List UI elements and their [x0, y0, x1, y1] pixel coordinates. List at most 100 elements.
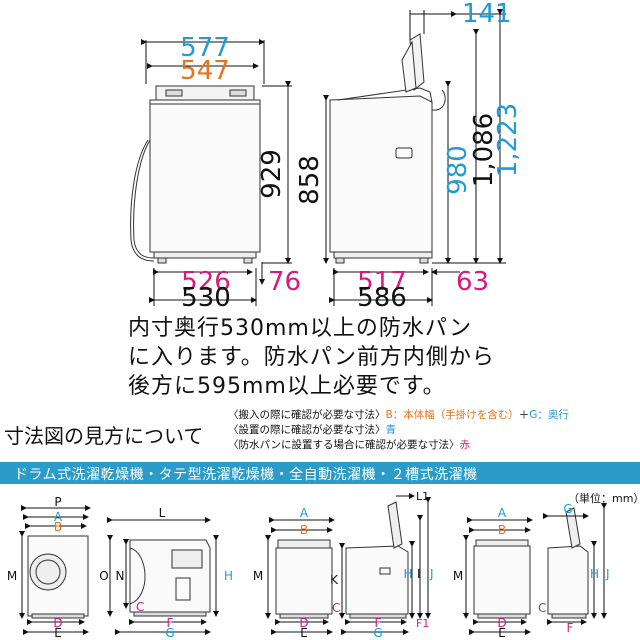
d1-dims [19, 505, 91, 635]
legend-row-1-b: B：本体幅（手掛けを含む） [385, 409, 519, 421]
d4-label-F1: F1 [416, 617, 429, 630]
d3-base [279, 613, 329, 619]
category-banner-label: ドラム式洗濯乾燥機・タテ型洗濯乾燥機・全自動洗濯機・２槽式洗濯機 [14, 467, 478, 483]
label-577: 577 [180, 33, 230, 63]
side-foot-back [419, 257, 429, 264]
d5-label-A: A [498, 506, 507, 520]
d1-label-M: M [7, 569, 17, 583]
d4-label-F: F [375, 616, 382, 630]
label-141: 141 [462, 0, 512, 29]
d3-label-D: D [299, 616, 308, 630]
side-top [337, 87, 433, 103]
legend-row-pan: 〈防水パンに設置する場合に確認が必要な寸法〉赤 [228, 438, 569, 453]
d4-label-J: J [429, 567, 434, 581]
d2-detail [175, 577, 191, 601]
d6-dims [543, 503, 607, 625]
d5-base [477, 613, 527, 619]
label-530: 530 [181, 283, 231, 313]
d1-label-A: A [54, 510, 63, 524]
d4-handle [379, 567, 391, 575]
label-63: 63 [456, 267, 489, 297]
d3-label-A: A [300, 506, 309, 520]
legend-row-2-color: 青 [385, 424, 397, 436]
label-1086: 1,086 [469, 113, 499, 187]
d4-label-H: H [403, 567, 412, 581]
d2-door [129, 547, 146, 605]
note-line-3: 後方に595mm以上必要です。 [128, 374, 446, 399]
label-929: 929 [257, 149, 287, 199]
small-twin-side [547, 507, 589, 619]
d6-label-J: J [605, 567, 610, 581]
howto-legend: 〈搬入の際に確認が必要な寸法〉B：本体幅（手掛けを含む）＋G：奥行 〈設置の際に… [228, 408, 569, 453]
side-body [329, 95, 433, 253]
front-view [130, 85, 261, 264]
category-banner: ドラム式洗濯乾燥機・タテ型洗濯乾燥機・全自動洗濯機・２槽式洗濯機 [0, 462, 640, 484]
side-dimensions [323, 9, 506, 306]
legend-row-3-prefix: 〈防水パンに設置する場合に確認が必要な寸法〉 [228, 439, 460, 451]
unit-label: （単位：mm） [568, 492, 640, 505]
label-517: 517 [357, 267, 407, 297]
d5-dims [463, 517, 533, 635]
d3-label-B: B [300, 523, 308, 537]
label-586: 586 [357, 283, 407, 313]
legend-row-install: 〈設置の際に確認が必要な寸法〉青 [228, 423, 569, 438]
small-drum-side [129, 539, 211, 617]
d4-base [349, 613, 407, 619]
front-body [149, 99, 261, 253]
d1-label-P: P [54, 495, 61, 509]
front-dimensions [141, 39, 292, 306]
front-lid-detail-2 [229, 89, 247, 97]
note-line-1: 内寸奥行530mm以上の防水パン [128, 316, 472, 341]
side-lid-2 [401, 40, 417, 93]
legend-row-1-plus: ＋ [518, 409, 530, 421]
legend-row-1-g: G：奥行 [529, 409, 569, 421]
d4-label-K: K [330, 573, 339, 587]
d6-base [551, 613, 587, 619]
d6-label-H: H [590, 567, 599, 581]
d2-base [133, 611, 207, 617]
front-hose-2 [130, 139, 155, 262]
side-view [329, 33, 446, 264]
d5-label-E: E [498, 626, 506, 640]
front-base [153, 251, 257, 259]
d2-label-G: G [165, 626, 174, 640]
d2-label-C: C [136, 600, 144, 614]
label-526: 526 [181, 267, 231, 297]
d4-label-C: C [332, 601, 340, 615]
d1-door-inner [35, 559, 61, 585]
front-foot-right [243, 257, 253, 264]
d6-label-F: F [567, 621, 574, 635]
d1-label-D: D [53, 616, 62, 630]
d2-label-O: O [99, 569, 108, 583]
d2-panel [171, 549, 203, 569]
side-base [333, 251, 433, 259]
d4-dims [339, 493, 431, 635]
d5-body [473, 545, 531, 615]
d1-door [29, 553, 67, 591]
front-lid-detail [165, 89, 183, 97]
d5-label-B: B [498, 523, 506, 537]
small-top-side [345, 501, 409, 619]
legend-row-2-prefix: 〈設置の際に確認が必要な寸法〉 [228, 424, 386, 436]
legend-row-carry-in: 〈搬入の際に確認が必要な寸法〉B：本体幅（手掛けを含む）＋G：奥行 [228, 408, 569, 423]
d5-label-D: D [497, 616, 506, 630]
label-76: 76 [268, 267, 301, 297]
waterproof-pan-note: 内寸奥行530mm以上の防水パン に入ります。防水パン前方内側から 後方に595… [128, 314, 508, 401]
d4-label-L1: L1 [416, 490, 429, 503]
label-980: 980 [443, 145, 473, 195]
small-top-front [275, 539, 333, 619]
note-line-2: に入ります。防水パン前方内側から [128, 345, 495, 370]
front-hose [133, 139, 155, 259]
d3-dims [265, 517, 335, 635]
side-handle [395, 147, 413, 159]
d1-label-E: E [54, 626, 62, 640]
d1-base [31, 613, 85, 619]
side-hose [431, 89, 446, 111]
d1-label-B: B [54, 520, 62, 534]
d6-label-C: C [538, 601, 546, 615]
label-547: 547 [180, 56, 230, 86]
d2-dims [107, 517, 219, 635]
front-foot-left [157, 257, 167, 264]
d2-label-F: F [167, 616, 174, 630]
